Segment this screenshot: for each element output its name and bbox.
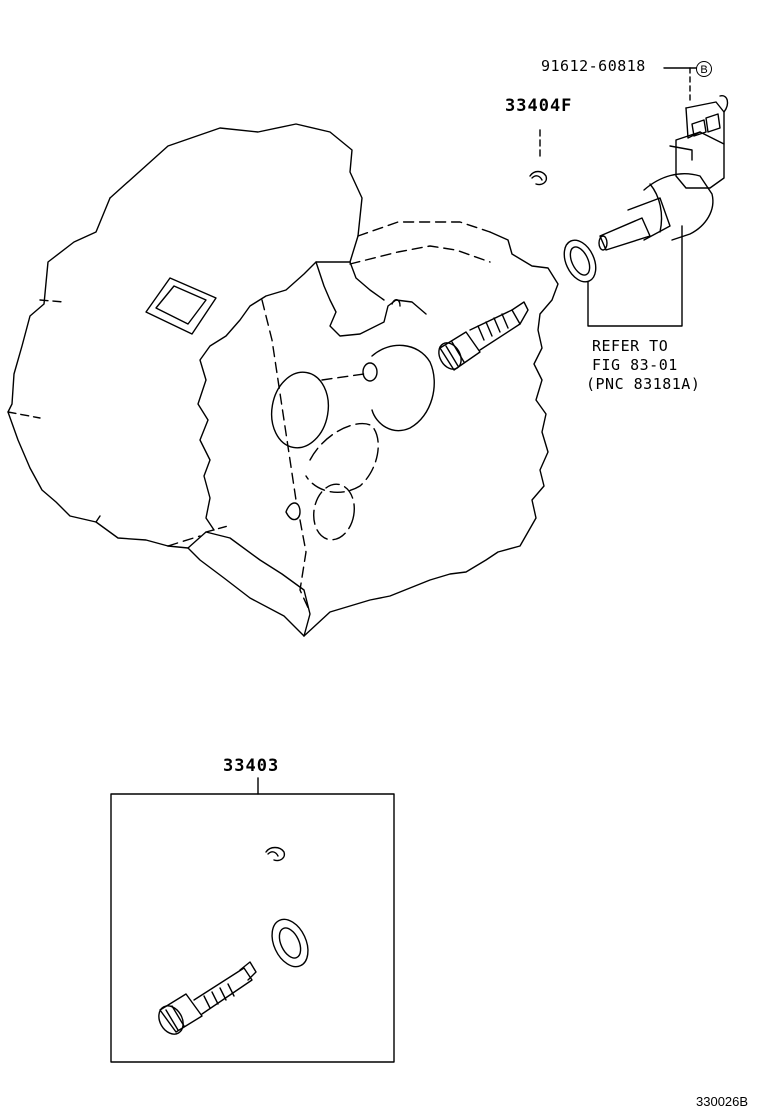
figure-code: 330026B xyxy=(696,1094,749,1109)
refer-to-line3[interactable]: (PNC 83181A) xyxy=(586,375,701,393)
refer-to-line1: REFER TO xyxy=(592,337,669,355)
driven-gear xyxy=(438,301,529,371)
callout-b-marker: B xyxy=(696,61,712,77)
refer-bracket xyxy=(587,225,683,327)
speed-sensor xyxy=(598,67,729,251)
part-number-sensor-bolt[interactable]: 91612-60818 xyxy=(541,57,646,75)
clip-33404f xyxy=(529,129,548,186)
part-number-clip[interactable]: 33404F xyxy=(505,96,573,116)
kit-box xyxy=(110,777,395,1063)
o-ring xyxy=(563,239,597,283)
transaxle-housing xyxy=(7,123,559,637)
refer-to-line2[interactable]: FIG 83-01 xyxy=(592,356,678,374)
part-number-kit[interactable]: 33403 xyxy=(223,756,280,776)
